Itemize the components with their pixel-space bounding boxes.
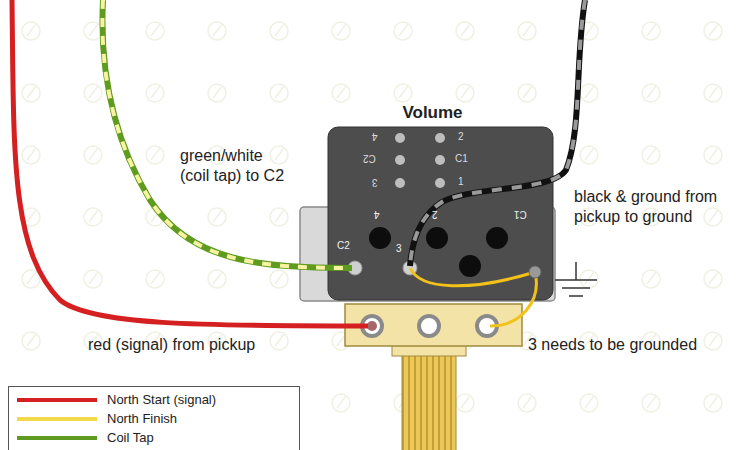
switch-pins — [395, 133, 445, 188]
lug-number: C1 — [514, 208, 527, 220]
annotation: black & ground from pickup to ground — [574, 187, 724, 227]
annotation: green/white (coil tap) to C2 — [180, 146, 292, 186]
pin-number: 2 — [458, 131, 464, 143]
pot-title: Volume — [402, 103, 462, 123]
knurled-shaft — [402, 352, 456, 450]
annotation: 3 needs to be grounded — [528, 336, 697, 354]
switch-board — [328, 127, 553, 300]
white-wire — [102, 0, 352, 268]
red-wire — [12, 0, 368, 326]
lug-number: 4 — [374, 208, 380, 220]
lug-number: 2 — [432, 208, 438, 220]
board-holes — [369, 227, 508, 277]
ground-point — [529, 266, 541, 278]
legend-row: Coil Tap — [17, 429, 287, 447]
legend-text: North Finish — [107, 410, 177, 428]
legend-box: North Start (signal)North FinishCoil Tap — [8, 386, 300, 450]
pot-lugs — [362, 316, 497, 336]
legend-row: North Start (signal) — [17, 391, 287, 409]
legend-swatch — [17, 436, 97, 440]
legend-text: Coil Tap — [107, 429, 154, 447]
pin-number: 1 — [458, 176, 464, 188]
pin-number: C2 — [363, 152, 376, 164]
legend-row: North Finish — [17, 410, 287, 428]
annotation: red (signal) from pickup — [88, 336, 255, 354]
legend-text: North Start (signal) — [107, 391, 216, 409]
lug-number: C2 — [337, 240, 350, 252]
ground-symbol — [555, 262, 597, 296]
pin-number: 4 — [372, 130, 378, 142]
pin-number: C1 — [455, 153, 468, 165]
lug-number: 3 — [396, 243, 402, 255]
legend-swatch — [17, 417, 97, 421]
bare-wire — [410, 0, 585, 266]
legend-swatch — [17, 398, 97, 402]
green-wire — [102, 0, 352, 268]
lug-solder — [367, 321, 377, 331]
black-wire — [410, 0, 585, 266]
pin-number: 3 — [372, 176, 378, 188]
ground-wire — [410, 268, 535, 286]
ground-wire — [490, 272, 536, 326]
